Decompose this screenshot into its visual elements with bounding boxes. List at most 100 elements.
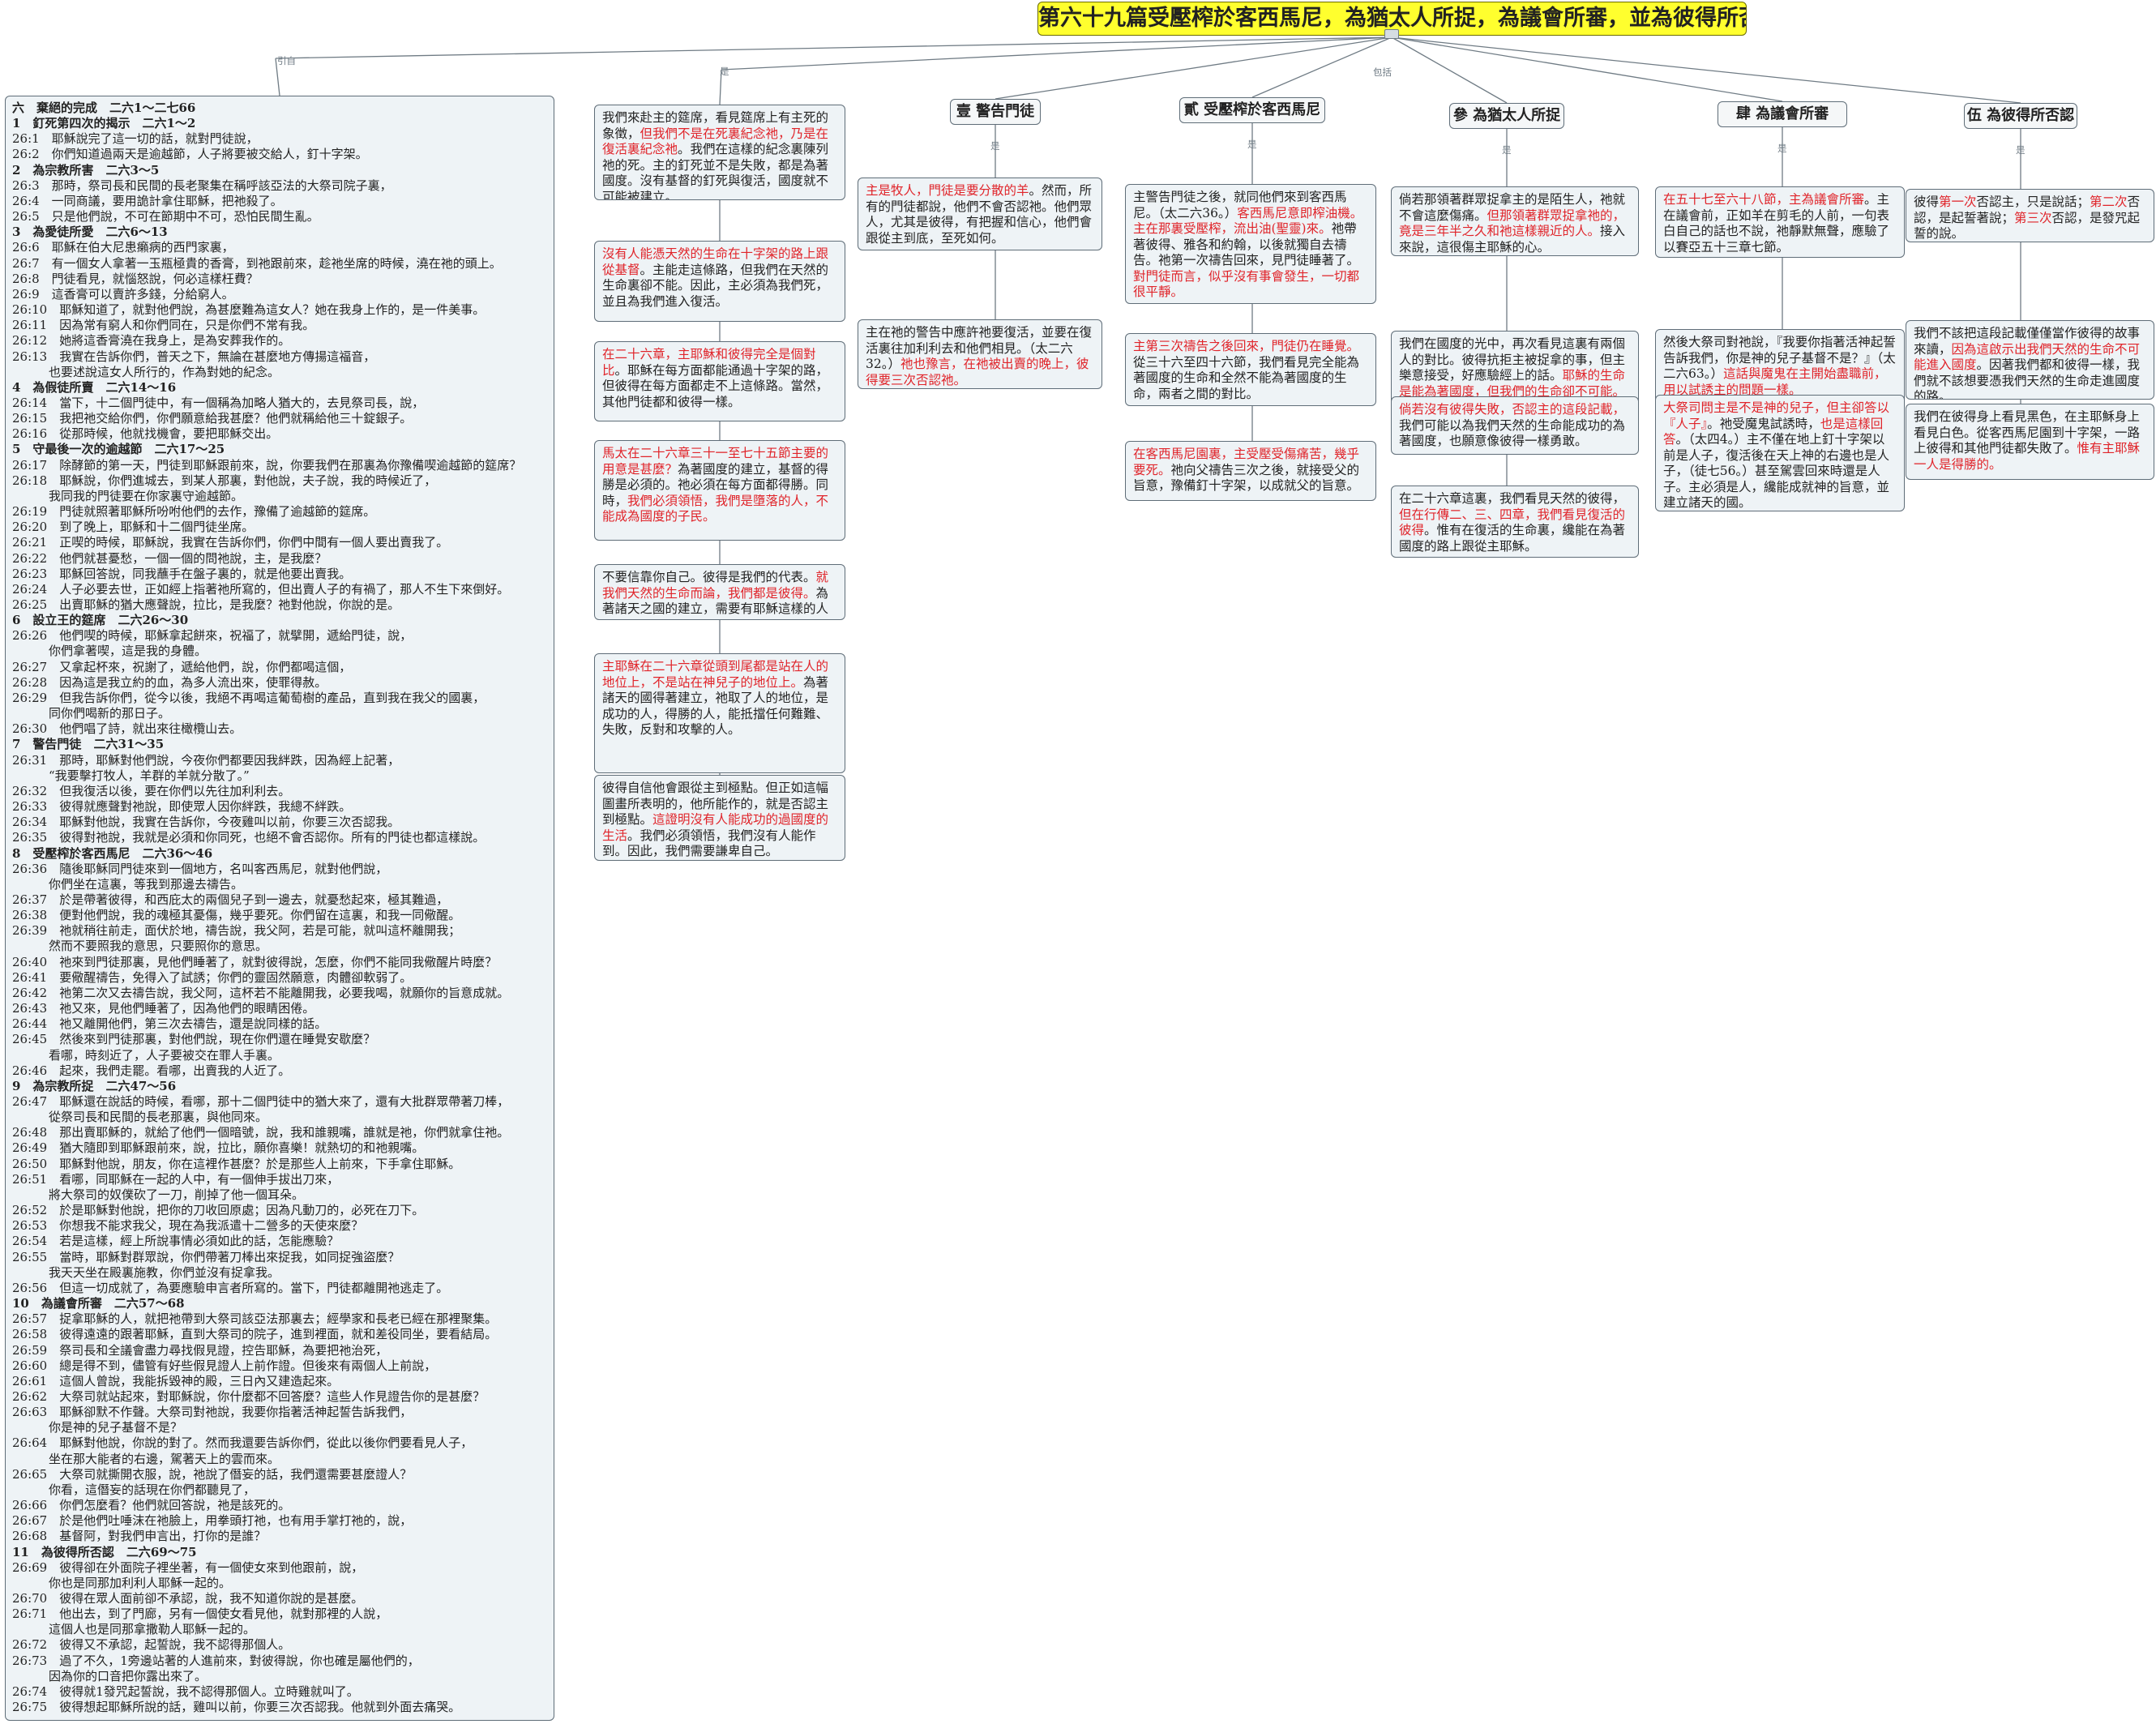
outline-verse: 26:38 便對他們說，我的魂極其憂傷，幾乎要死。你們留在這裏，和我一同儆醒。: [12, 908, 461, 923]
edge-label-is: 是: [720, 66, 729, 77]
highlight-text: 惟有主耶穌一人是得勝的。: [1914, 441, 2141, 472]
note-text: 倘若那領著群眾捉拿主的是陌生人，祂就不會這麼傷痛。: [1399, 192, 1626, 223]
outline-verse: 你們拿著喫，這是我的身體。: [12, 644, 207, 659]
note-text: 彼得: [1914, 195, 1940, 209]
outline-verse: 26:72 彼得又不承認，起誓說，我不認得那個人。: [12, 1637, 291, 1653]
note-text: 我們可能以為我們天然的生命能成功的為著國度，也願意像彼得一樣勇敢。: [1399, 417, 1626, 449]
outline-verse: 26:14 當下，十二個門徒中，有一個稱為加略人猶大的，去見祭司長，說，: [12, 395, 425, 410]
outline-verse: 26:11 因為常有窮人和你們同在，只是你們不常有我。: [12, 318, 315, 333]
outline-verse: 26:55 當時，耶穌對群眾說，你們帶著刀棒出來捉我，如同捉強盜麼？: [12, 1249, 400, 1264]
highlight-text: 客西馬尼意即榨油機。主在那裏受壓榨，流出油(聖靈)來。: [1133, 205, 1363, 237]
outline-verse: 26:20 到了晚上，耶穌和十二個門徒坐席。: [12, 520, 255, 535]
note-box: 我們來赴主的筵席，看見筵席上有主死的象徵，但我們不是在死裏紀念祂，乃是在復活裏紀…: [594, 105, 845, 200]
note-text: 在二十六章這裏，我們看見天然的彼得，: [1399, 491, 1626, 506]
connector-line: [275, 36, 1392, 59]
note-box: 彼得自信他會跟從主到極點。但正如這幅圖畫所表明的，他所能作的，就是否認主到極點。…: [594, 775, 845, 861]
highlight-text: 主是牧人，門徒是要分散的羊: [866, 183, 1029, 198]
highlight-text: 第一次: [1939, 195, 1977, 209]
outline-verse: 26:48 那出賣耶穌的，就給了他們一個暗號，說，我和誰親嘴，誰就是祂，你們就拿…: [12, 1125, 510, 1140]
note-box: 大祭司問主是不是神的兒子，但主卻答以『人子』。祂受魔鬼試誘時，也是這樣回答。（太…: [1655, 395, 1905, 511]
outline-verse: 26:65 大祭司就撕開衣服，說，祂說了僭妄的話，我們還需要甚麼證人？: [12, 1466, 413, 1482]
outline-verse: 26:56 但這一切成就了，為要應驗申言者所寫的。當下，門徒都離開祂逃走了。: [12, 1280, 449, 1295]
outline-verse: 26:23 耶穌回答說，同我蘸手在盤子裏的，就是他要出賣我。: [12, 566, 352, 581]
outline-verse: 26:66 你們怎麼看？他們就回答說，祂是該死的。: [12, 1498, 291, 1513]
outline-verse: 26:57 捉拿耶穌的人，就把祂帶到大祭司該亞法那裏去；經學家和長老已經在那裡聚…: [12, 1311, 498, 1327]
outline-heading: 8 受壓榨於客西馬尼 二六36～46: [12, 845, 213, 861]
branch-heading[interactable]: 伍 為彼得所否認: [1964, 103, 2077, 129]
highlight-text: 馬太在二十六章三十一至七十五節主要的用意是甚麼？: [602, 446, 829, 477]
connector-line: [1391, 36, 1783, 102]
outline-heading: 6 設立王的筵席 二六26～30: [12, 613, 189, 628]
outline-verse: 26:12 她將這香膏澆在我身上，是為安葬我作的。: [12, 333, 291, 349]
edge-label-cite: 引自: [277, 55, 296, 66]
connector-line: [1251, 36, 1392, 98]
branch-heading[interactable]: 肆 為議會所審: [1718, 101, 1847, 127]
highlight-text: 就我們天然的生命而論，我們都是彼得。: [602, 570, 829, 601]
note-text: 。惟有在復活的生命裏，纔能在為著國度的路上跟從主耶穌。: [1399, 523, 1626, 554]
note-text: 祂向父禱告三次之後，就接受父的旨意，豫備釘十字架，以成就父的旨意。: [1133, 462, 1360, 494]
outline-verse: 26:25 出賣耶穌的猶大應聲說，拉比，是我麼？祂對他說，你說的是。: [12, 597, 400, 612]
note-box: 不要信靠你自己。彼得是我們的代表。就我們天然的生命而論，我們都是彼得。為著諸天之…: [594, 564, 845, 620]
outline-verse: 因為你的口音把你露出來了。: [12, 1668, 207, 1683]
note-text: 我們在彼得身上看見黑色，在主耶穌身上看見白色。從客西馬尼園到十字架，一路上彼得和…: [1914, 409, 2141, 456]
outline-verse: 26:64 耶穌對他說，你說的對了。然而我還要告訴你們，從此以後你們要看見人子，: [12, 1435, 473, 1451]
edge-label-is: 是: [2016, 144, 2026, 156]
outline-verse: 26:41 要儆醒禱告，免得入了試誘；你們的靈固然願意，肉體卻軟弱了。: [12, 969, 413, 985]
outline-verse: 這個人也是同那拿撒勒人耶穌一起的。: [12, 1622, 256, 1637]
note-box: 主在祂的警告中應許祂要復活，並要在復活裏往加利利去和他們相見。（太二六32。）祂…: [858, 319, 1102, 389]
edge-label-includes: 包括: [1373, 66, 1392, 78]
outline-verse: 26:15 我把祂交給你們，你們願意給我甚麼？他們就稱給他三十錠銀子。: [12, 411, 413, 426]
note-box: 倘若那領著群眾捉拿主的是陌生人，祂就不會這麼傷痛。但那領著群眾捉拿祂的，竟是三年…: [1391, 186, 1639, 256]
outline-verse: 26:18 耶穌說，你們進城去，到某人那裏，對他說，夫子說，我的時候近了，: [12, 473, 437, 488]
outline-verse: 26:10 耶穌知道了，就對他們說，為甚麼難為這女人？她在我身上作的，是一件美事…: [12, 302, 486, 318]
outline-verse: 同你們喝新的那日子。: [12, 706, 171, 721]
note-box: 馬太在二十六章三十一至七十五節主要的用意是甚麼？為著國度的建立，基督的得勝是必須…: [594, 440, 845, 541]
outline-verse: 26:60 總是得不到，儘管有好些假見證人上前作證。但後來有兩個人上前說，: [12, 1358, 437, 1373]
outline-verse: 26:58 彼得遠遠的跟著耶穌，直到大祭司的院子，進到裡面，就和差役同坐，要看結…: [12, 1327, 498, 1342]
note-box: 我們不該把這段記載僅僅當作彼得的故事來讀，因為這啟示出我們天然的生命不可能進入國…: [1906, 320, 2154, 400]
outline-verse: 26:2 你們知道過兩天是逾越節，人子將要被交給人，釘十字架。: [12, 147, 368, 162]
note-text: 。主能走這條路，但我們在天然的生命裏卻不能。因此，主必須為我們死，並且為我們進入…: [602, 262, 829, 309]
connector-line: [719, 69, 722, 105]
link-icon[interactable]: [1384, 29, 1399, 39]
outline-verse: 26:22 他們就甚憂愁，一個一個的問祂說，主，是我麼？: [12, 550, 327, 566]
outline-verse: 你看，這僭妄的話現在你們都聽見了，: [12, 1482, 256, 1497]
highlight-text: 但我們不是在死裏紀念祂，乃是在復活裏紀念祂: [602, 126, 829, 157]
outline-verse: 26:37 於是帶著彼得，和西庇太的兩個兒子到一邊去，就憂愁起來，極其難過，: [12, 892, 449, 907]
outline-heading: 4 為假徒所賣 二六14～16: [12, 379, 177, 395]
outline-heading: 5 守最後一次的逾越節 二六17～25: [12, 442, 225, 457]
outline-verse: 26:63 耶穌卻默不作聲。大祭司對祂說，我要你指著活神起誓告訴我們，: [12, 1405, 413, 1420]
branch-heading[interactable]: 壹 警告門徒: [950, 99, 1041, 125]
outline-heading: 2 為宗教所害 二六3～5: [12, 162, 160, 178]
outline-verse: 26:47 耶穌還在說話的時候，看哪，那十二個門徒中的猶大來了，還有大批群眾帶著…: [12, 1094, 510, 1109]
outline-verse: 你也是同那加利利人耶穌一起的。: [12, 1575, 232, 1590]
outline-verse: 26:16 從那時候，他就找機會，要把耶穌交出。: [12, 426, 279, 442]
outline-verse: 26:44 祂又離開他們，第三次去禱告，還是說同樣的話。: [12, 1016, 327, 1032]
branch-heading[interactable]: 參 為猶太人所捉: [1449, 103, 1564, 129]
note-text: 我們在國度的光中，再次看見這裏有兩個人的對比。彼得抗拒主被捉拿的事，但主樂意接受…: [1399, 336, 1626, 383]
note-box: 沒有人能憑天然的生命在十字架的路上跟從基督。主能走這條路，但我們在天然的生命裏卻…: [594, 241, 845, 322]
note-text: 。耶穌在每方面都能通過十字架的路，但彼得在每方面都走不上這條路。當然，其他門徒都…: [602, 362, 829, 409]
note-text: 。因著我們都和彼得一樣，我們就不該想要憑我們天然的生命走進國度的路。: [1914, 357, 2141, 400]
outline-verse: 你是神的兒子基督不是？: [12, 1420, 183, 1435]
outline-heading: 11 為彼得所否認 二六69～75: [12, 1544, 197, 1559]
edge-label-is: 是: [1502, 144, 1512, 156]
note-text: 接入來說，這很傷主耶穌的心。: [1399, 224, 1626, 255]
highlight-text: 倘若沒有彼得失敗，否認主的這段記載，: [1399, 402, 1626, 417]
note-box: 彼得第一次否認主，只是說話；第二次否認，是起誓著說；第三次否認，是發咒起誓的說。: [1906, 189, 2154, 242]
note-text: 。（太四4。）主不僅在地上釘十字架以前是人子，復活後在天上神的右邊也是人子，（徒…: [1663, 432, 1890, 510]
branch-heading[interactable]: 貳 受壓榨於客西馬尼: [1179, 97, 1325, 123]
highlight-text: 對門徒而言，似乎沒有事會發生，一切都很平靜。: [1133, 268, 1360, 300]
note-text: 主在祂的警告中應許祂要復活，並要在復活裏往加利利去和他們相見。（太二六32。）: [866, 325, 1093, 371]
outline-verse: 也要述說這女人所行的，作為對她的紀念。: [12, 364, 280, 379]
highlight-text: 在二十六章，主耶穌和彼得完全是個對比: [602, 347, 816, 378]
edge-label-is: 是: [1247, 139, 1257, 150]
note-box: 在二十六章這裏，我們看見天然的彼得，但在行傳二、三、四章，我們看見復活的彼得。惟…: [1391, 486, 1639, 558]
note-box: 主耶穌在二十六章從頭到尾都是站在人的地位上，不是站在神兒子的地位上。為著諸天的國…: [594, 653, 845, 773]
outline-verse: 26:69 彼得卻在外面院子裡坐著，有一個使女來到他跟前，說，: [12, 1559, 364, 1575]
highlight-text: 沒有人能憑天然的生命在十字架的路上跟從基督: [602, 246, 829, 277]
outline-verse: 26:5 只是他們說，不可在節期中不可，恐怕民間生亂。: [12, 209, 319, 225]
note-text: 然後大祭司對祂說，『我要你指著活神起誓告訴我們，你是神的兒子基督不是？』（太二六…: [1663, 335, 1896, 381]
outline-verse: 26:19 門徒就照著耶穌所吩咐他們的去作，豫備了逾越節的筵席。: [12, 504, 376, 520]
